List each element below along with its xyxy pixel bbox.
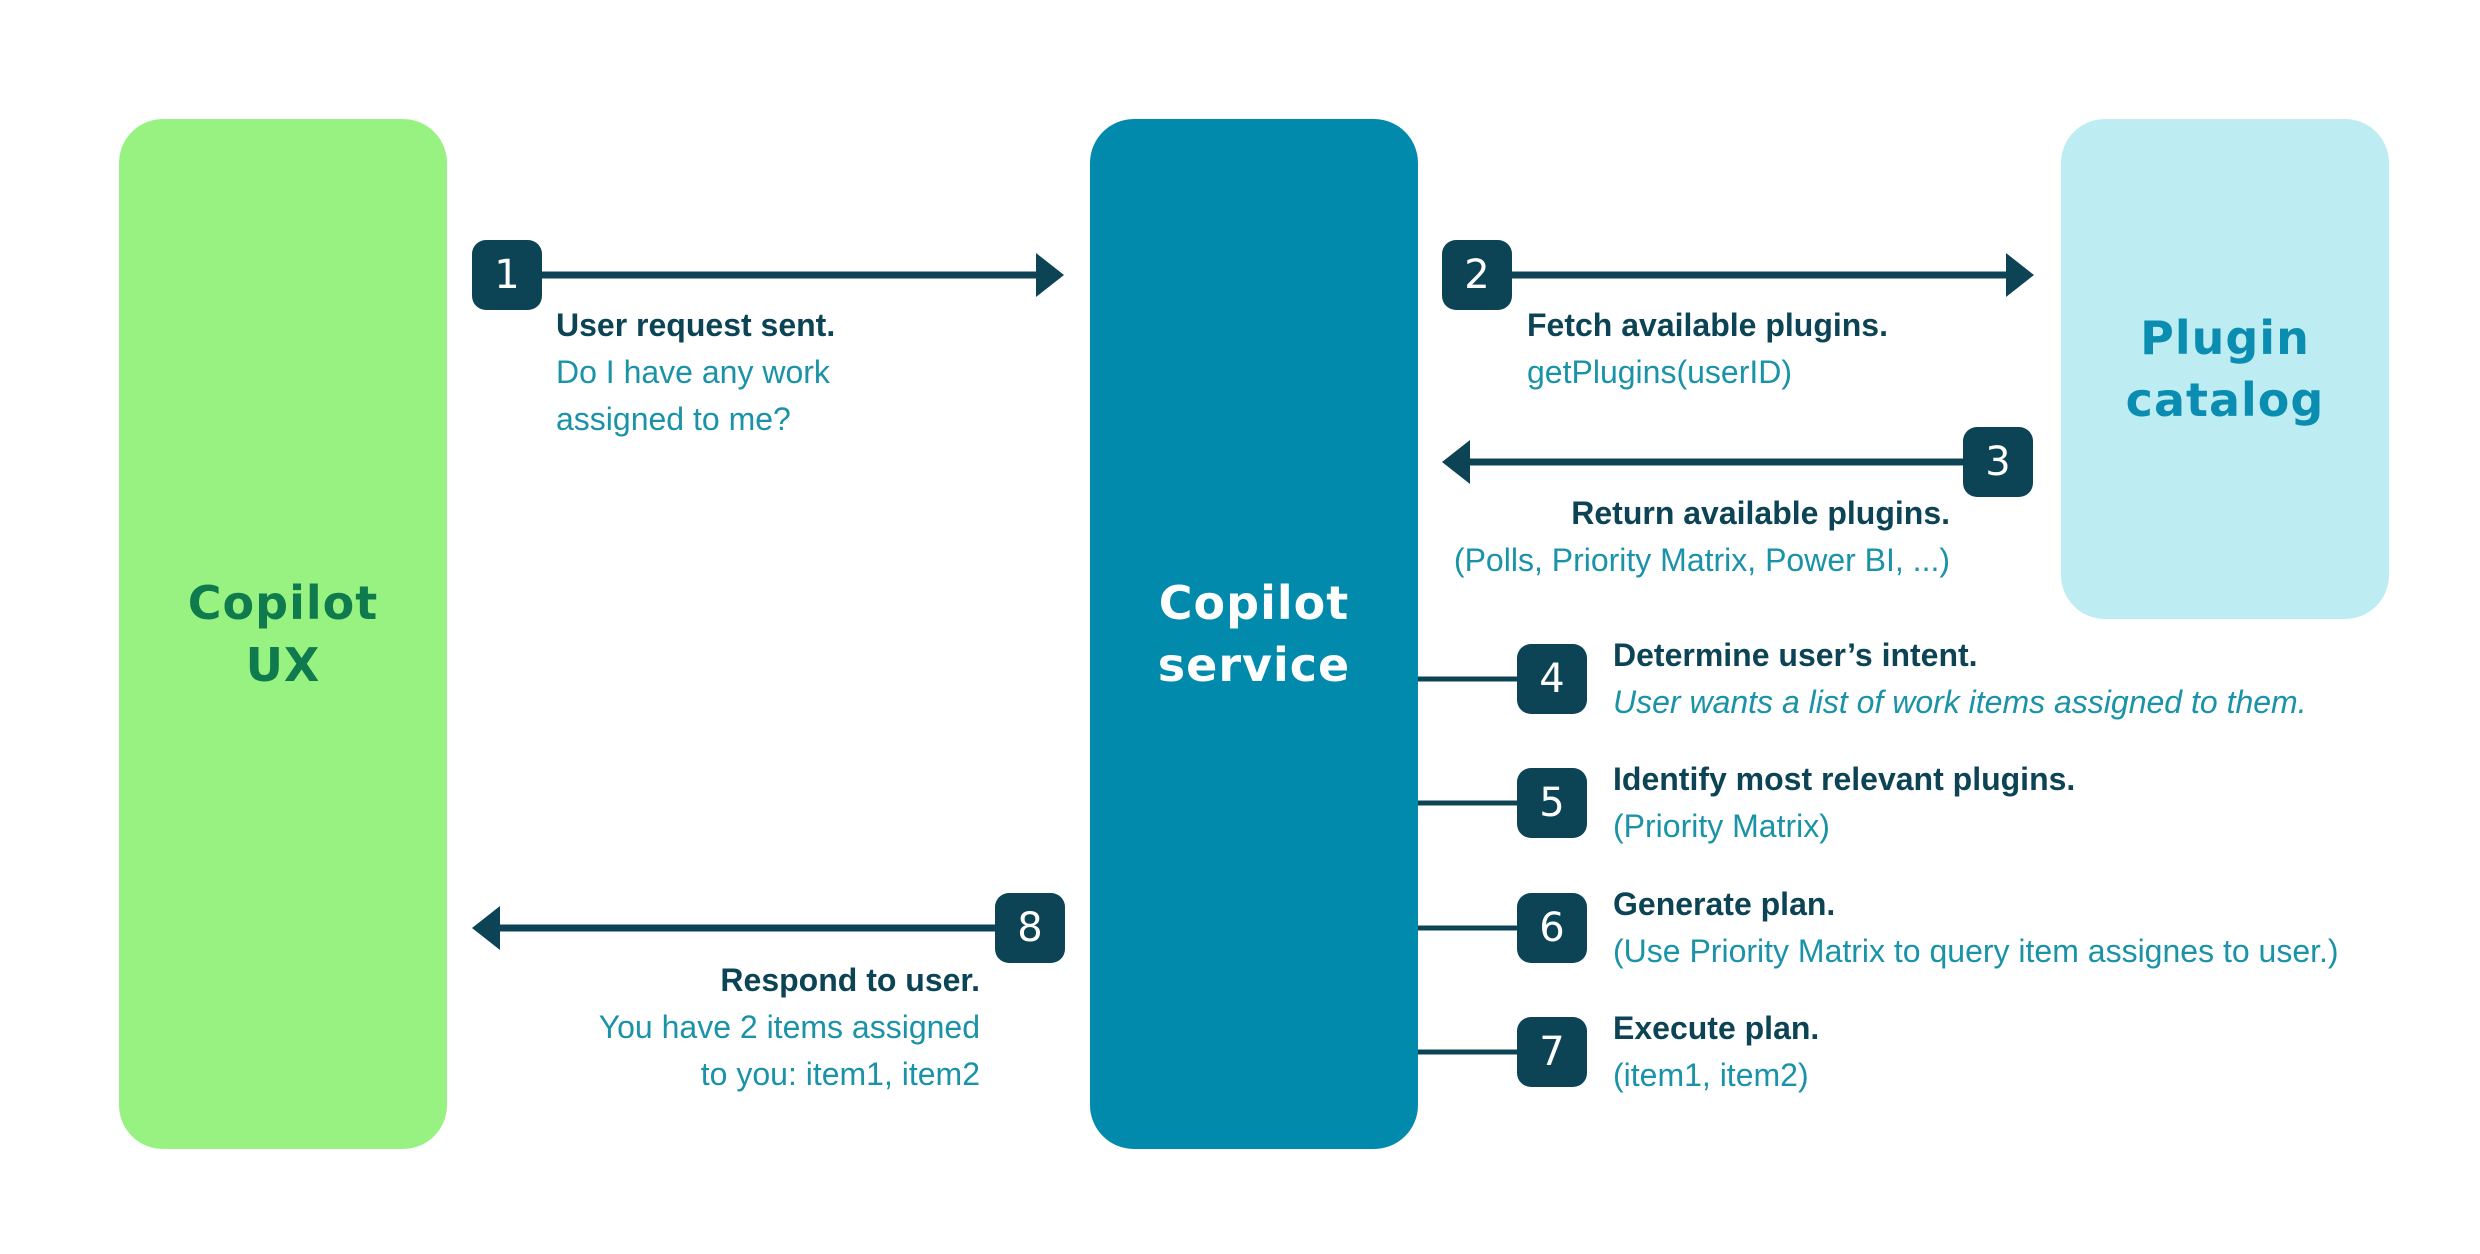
arrowhead-8 bbox=[472, 906, 500, 950]
step-5-title: Identify most relevant plugins. bbox=[1613, 761, 2076, 797]
step-2-badge: 2 bbox=[1442, 240, 1512, 310]
step-8-detail: You have 2 items assigned to you: item1,… bbox=[598, 1009, 980, 1092]
step-7-title: Execute plan. bbox=[1613, 1010, 1820, 1046]
step-8-title: Respond to user. bbox=[720, 962, 980, 998]
step-6-title: Generate plan. bbox=[1613, 886, 1836, 922]
arrowhead-2 bbox=[2006, 253, 2034, 297]
step-2-detail: getPlugins(userID) bbox=[1527, 354, 1792, 390]
step-5-detail: (Priority Matrix) bbox=[1613, 808, 1830, 844]
step-8-text: Respond to user. You have 2 items assign… bbox=[599, 957, 980, 1098]
copilot-service-box: Copilot service bbox=[1090, 119, 1418, 1149]
step-2-text: Fetch available plugins. getPlugins(user… bbox=[1527, 302, 1888, 396]
step-3-badge: 3 bbox=[1963, 427, 2033, 497]
step-3-detail: (Polls, Priority Matrix, Power BI, ...) bbox=[1453, 542, 1950, 578]
step-3-text: Return available plugins. (Polls, Priori… bbox=[1454, 490, 1950, 584]
step-5-badge: 5 bbox=[1517, 768, 1587, 838]
step-6-badge: 6 bbox=[1517, 893, 1587, 963]
step-7-detail: (item1, item2) bbox=[1613, 1057, 1809, 1093]
step-4-title: Determine user’s intent. bbox=[1613, 637, 1978, 673]
step-4-text: Determine user’s intent. User wants a li… bbox=[1613, 632, 2307, 726]
step-7-text: Execute plan. (item1, item2) bbox=[1613, 1005, 1819, 1099]
plugin-catalog-box: Plugin catalog bbox=[2061, 119, 2389, 619]
copilot-service-label: Copilot service bbox=[1157, 576, 1351, 692]
step-8-badge: 8 bbox=[995, 893, 1065, 963]
copilot-ux-box: Copilot UX bbox=[119, 119, 447, 1149]
step-1-badge: 1 bbox=[472, 240, 542, 310]
step-6-text: Generate plan. (Use Priority Matrix to q… bbox=[1613, 881, 2339, 975]
step-6-detail: (Use Priority Matrix to query item assig… bbox=[1613, 933, 2339, 969]
step-1-text: User request sent. Do I have any work as… bbox=[556, 302, 835, 443]
arrowhead-1 bbox=[1036, 253, 1064, 297]
step-3-title: Return available plugins. bbox=[1571, 495, 1950, 531]
plugin-catalog-label: Plugin catalog bbox=[2125, 311, 2325, 427]
arrowhead-3 bbox=[1442, 440, 1470, 484]
step-2-title: Fetch available plugins. bbox=[1527, 307, 1888, 343]
step-1-title: User request sent. bbox=[556, 307, 836, 343]
step-4-badge: 4 bbox=[1517, 644, 1587, 714]
copilot-ux-label: Copilot UX bbox=[187, 576, 379, 692]
step-1-detail: Do I have any work assigned to me? bbox=[556, 354, 830, 437]
step-7-badge: 7 bbox=[1517, 1017, 1587, 1087]
step-4-detail: User wants a list of work items assigned… bbox=[1613, 684, 2307, 720]
step-5-text: Identify most relevant plugins. (Priorit… bbox=[1613, 756, 2075, 850]
